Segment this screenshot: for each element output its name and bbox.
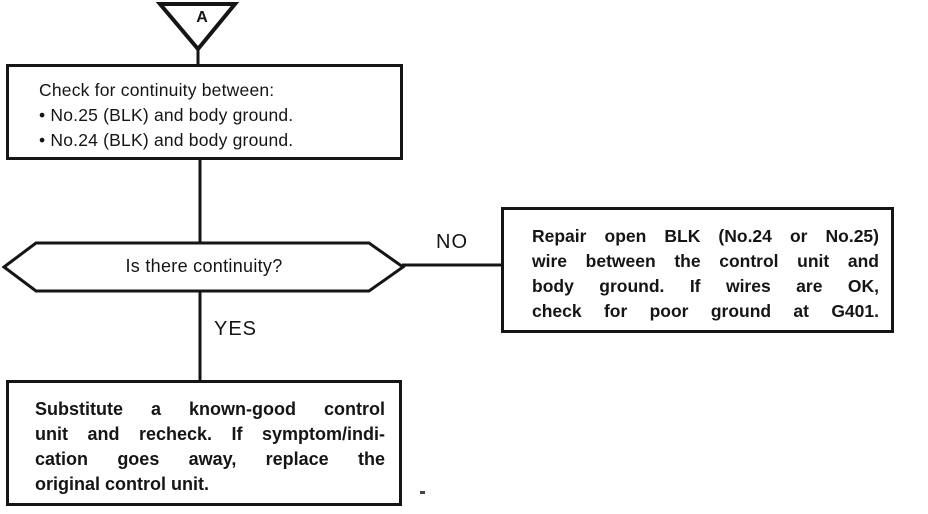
check-continuity-line: Check for continuity between: [39, 80, 275, 100]
repair-open-wire-box: Repair open BLK (No.24 or No.25) wire be… [501, 207, 894, 333]
yes-edge-label: YES [214, 318, 258, 340]
repair-box-line: wire between the control unit and [532, 251, 879, 271]
check-continuity-line: • No.24 (BLK) and body ground. [39, 130, 294, 150]
substitute-box-line: unit and recheck. If symptom/indi- [35, 424, 385, 444]
repair-box-line: Repair open BLK (No.24 or No.25) [532, 226, 879, 246]
substitute-control-unit-box: Substitute a known-good control unit and… [6, 380, 402, 506]
connector-a-triangle-icon [160, 4, 235, 49]
substitute-box-line: original control unit. [35, 474, 209, 494]
connector-a-label: A [196, 9, 208, 26]
substitute-box-line: Substitute a known-good control [35, 399, 385, 419]
no-edge-label: NO [436, 231, 468, 253]
repair-box-line: check for poor ground at G401. [532, 301, 879, 321]
check-continuity-line: • No.25 (BLK) and body ground. [39, 105, 294, 125]
decision-question: Is there continuity? [125, 256, 283, 276]
substitute-box-line: cation goes away, replace the [35, 449, 385, 469]
repair-box-line: body ground. If wires are OK, [532, 276, 879, 296]
check-continuity-box: Check for continuity between: • No.25 (B… [6, 64, 403, 160]
scan-artifact-dot [420, 491, 425, 494]
decision-shape [4, 243, 403, 291]
